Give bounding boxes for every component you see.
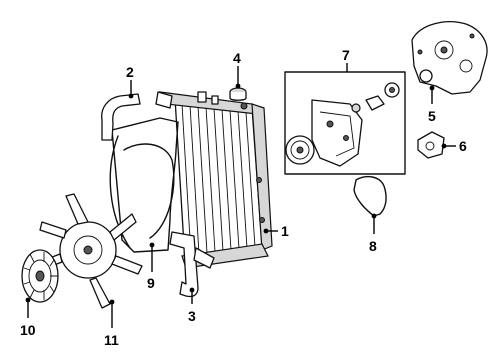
radiator-cap bbox=[229, 87, 247, 101]
callout-11: 11 bbox=[104, 332, 119, 348]
callout-4: 4 bbox=[233, 50, 241, 66]
thermostat-housing bbox=[417, 131, 445, 159]
water-pump-gasket bbox=[353, 175, 387, 217]
fan-shroud bbox=[109, 117, 179, 253]
fan-clutch bbox=[21, 249, 59, 303]
fan-blade bbox=[33, 193, 143, 309]
callout-3: 3 bbox=[188, 308, 196, 324]
callout-2: 2 bbox=[126, 64, 134, 80]
upper-hose bbox=[101, 91, 173, 141]
callout-5: 5 bbox=[428, 108, 436, 124]
timing-cover bbox=[411, 21, 488, 95]
water-pump-assembly bbox=[284, 71, 406, 175]
callout-1: 1 bbox=[281, 223, 289, 239]
lower-hose bbox=[169, 231, 215, 298]
callout-8: 8 bbox=[369, 238, 377, 254]
callout-10: 10 bbox=[20, 322, 36, 338]
callout-7: 7 bbox=[342, 47, 350, 63]
callout-leaders bbox=[25, 63, 456, 328]
callout-6: 6 bbox=[459, 138, 467, 154]
callout-9: 9 bbox=[147, 275, 155, 291]
